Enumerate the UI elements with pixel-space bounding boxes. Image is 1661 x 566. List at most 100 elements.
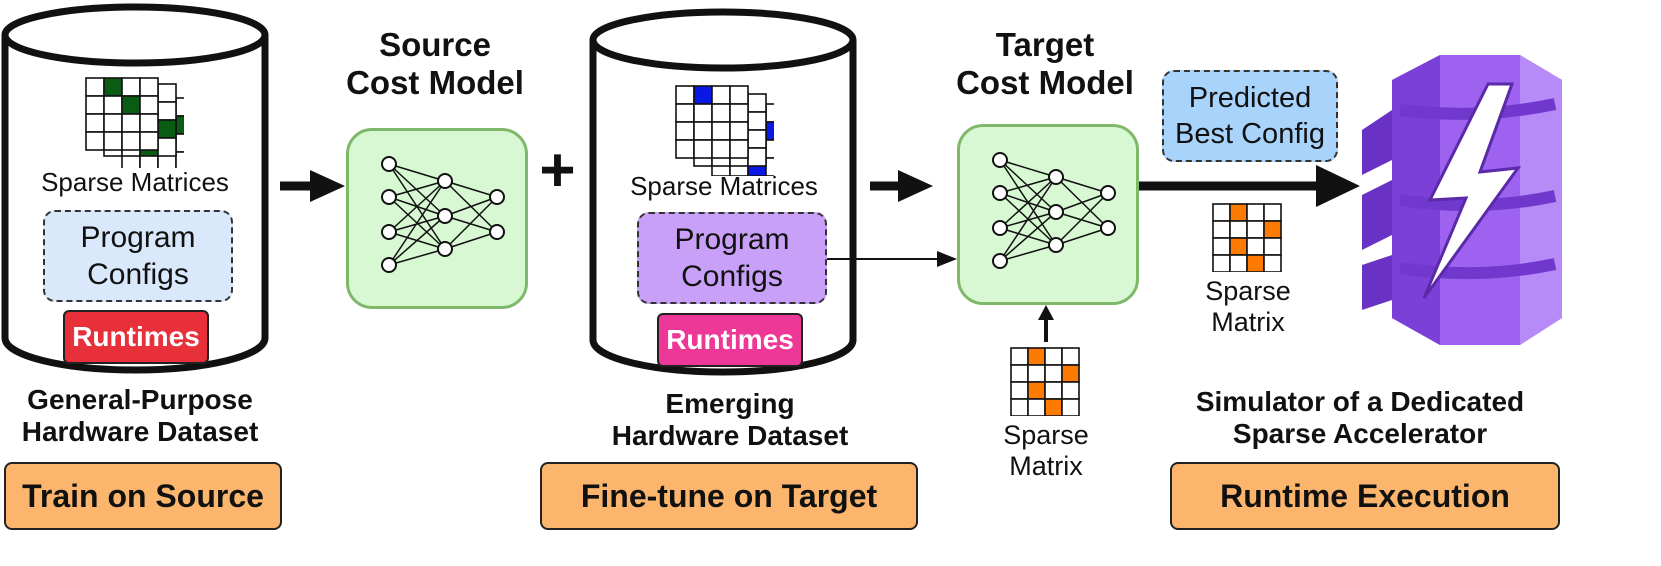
- nn-edge: [999, 244, 1057, 262]
- source-cost-model: [346, 128, 528, 309]
- target-model-title-line-2: Cost Model: [956, 63, 1134, 101]
- nn-edge: [444, 196, 498, 250]
- nn-edge: [388, 163, 446, 182]
- matrix-cell: [175, 151, 184, 168]
- nn-node: [992, 253, 1008, 269]
- matrix-cell: [1061, 381, 1080, 400]
- target-input-matrix-icon: [1010, 347, 1080, 416]
- nn-node: [992, 220, 1008, 236]
- matrix-cell: [1229, 254, 1248, 272]
- matrix-cell: [1027, 398, 1046, 416]
- matrix-cell: [1044, 364, 1063, 383]
- matrix-cell: [139, 77, 159, 97]
- matrix-cell: [711, 103, 731, 123]
- matrix-cell: [1027, 347, 1046, 366]
- target-configs-line-1: Program: [674, 222, 790, 256]
- target-program-configs: Program Configs: [637, 212, 827, 304]
- nn-edge: [388, 180, 446, 233]
- nn-edge: [1055, 176, 1109, 194]
- source-program-configs: Program Configs: [43, 210, 233, 302]
- prediction-matrix-label: Sparse Matrix: [1178, 276, 1318, 338]
- matrix-cell: [1212, 203, 1231, 222]
- nn-edge: [999, 176, 1057, 194]
- nn-node: [437, 241, 453, 257]
- matrix-cell: [1044, 398, 1063, 416]
- matrix-cell: [1246, 237, 1265, 256]
- nn-edge: [999, 159, 1057, 178]
- matrix-cell: [675, 139, 695, 159]
- nn-edge: [388, 248, 446, 266]
- matrix-cell: [1010, 398, 1029, 416]
- matrix-cell: [85, 77, 105, 97]
- matrix-cell: [1229, 220, 1248, 239]
- matrix-cell: [1229, 203, 1248, 222]
- source-model-title-line-1: Source: [379, 26, 491, 63]
- matrix-cell: [693, 121, 713, 141]
- matrix-cell: [1246, 203, 1265, 222]
- matrix-cell: [103, 77, 123, 97]
- nn-node: [1048, 204, 1064, 220]
- input-matrix-label-line-2: Matrix: [1009, 451, 1083, 482]
- runtime-execution-stage: Runtime Execution: [1170, 462, 1560, 530]
- source-dataset-caption: General-Purpose Hardware Dataset: [2, 384, 278, 448]
- predicted-line-1: Predicted: [1188, 81, 1312, 114]
- nn-edge: [999, 211, 1057, 262]
- nn-edge: [1055, 192, 1109, 213]
- matrix-cell: [103, 113, 123, 133]
- prediction-matrix-icon: [1212, 203, 1282, 272]
- nn-node: [1100, 220, 1116, 236]
- neural-network-icon: [992, 152, 1116, 269]
- arrow-target-dataset-to-model: [870, 170, 933, 202]
- matrix-cell: [1044, 347, 1063, 366]
- target-runtimes-badge: Runtimes: [657, 313, 803, 367]
- target-caption-line-1: Emerging: [665, 388, 795, 419]
- matrix-cell: [85, 131, 105, 151]
- matrix-cell: [675, 103, 695, 123]
- source-configs-line-2: Configs: [87, 258, 189, 291]
- matrix-cell: [729, 85, 749, 105]
- matrix-cell: [675, 85, 695, 105]
- matrix-cell: [121, 131, 141, 151]
- source-model-title-line-2: Cost Model: [346, 63, 524, 101]
- matrix-cell: [139, 113, 159, 133]
- nn-edge: [444, 180, 498, 198]
- plus-sign: +: [539, 136, 576, 205]
- matrix-cell: [1246, 220, 1265, 239]
- matrix-cell: [711, 139, 731, 159]
- nn-node: [381, 257, 397, 273]
- accelerator-caption-line-2: Sparse Accelerator: [1232, 418, 1488, 450]
- matrix-cell: [121, 95, 141, 115]
- matrix-cell: [175, 115, 184, 135]
- train-on-source-stage: Train on Source: [4, 462, 282, 530]
- matrix-cell: [121, 77, 141, 97]
- matrix-cell: [1263, 220, 1282, 239]
- lightning-bolt-icon: [1422, 82, 1522, 299]
- nn-node: [381, 156, 397, 172]
- matrix-cell: [157, 137, 177, 157]
- target-matrices-label: Sparse Matrices: [630, 171, 818, 201]
- nn-edge: [999, 176, 1057, 262]
- nn-node: [489, 224, 505, 240]
- matrix-cell: [711, 121, 731, 141]
- nn-node: [437, 173, 453, 189]
- matrix-cell: [121, 113, 141, 133]
- target-input-matrix-label: Sparse Matrix: [976, 420, 1116, 482]
- matrix-cell: [139, 95, 159, 115]
- matrix-cell: [103, 95, 123, 115]
- matrix-cell: [765, 121, 774, 141]
- accelerator-caption: Simulator of a Dedicated Sparse Accelera…: [1160, 386, 1560, 450]
- target-configs-line-2: Configs: [681, 260, 783, 293]
- matrix-cell: [1027, 381, 1046, 400]
- matrix-cell: [175, 97, 184, 117]
- arrow-model-to-accelerator: [1138, 165, 1360, 207]
- accelerator-chip-icon: [1362, 55, 1562, 345]
- matrix-cell: [1263, 203, 1282, 222]
- nn-edge: [1055, 192, 1109, 246]
- matrix-cell: [103, 131, 123, 151]
- arrow-matrix-to-target-model: [1038, 305, 1054, 342]
- prediction-matrix-label-line-1: Sparse: [1205, 276, 1291, 306]
- matrix-cell: [675, 121, 695, 141]
- matrix-cell: [85, 113, 105, 133]
- nn-node: [992, 185, 1008, 201]
